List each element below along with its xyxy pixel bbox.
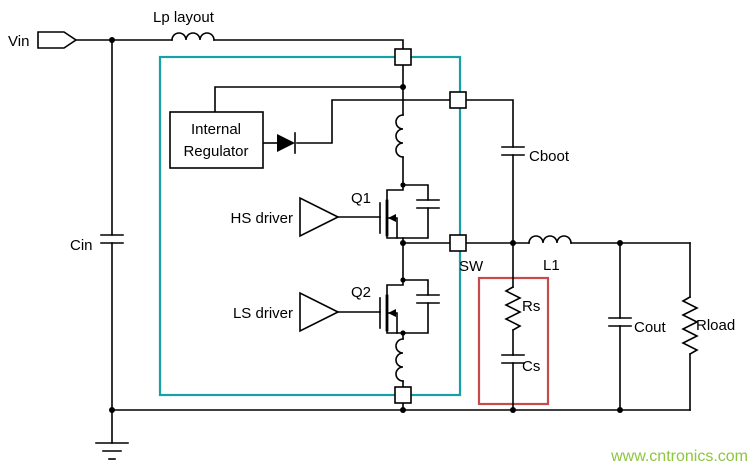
junction-dot [109,407,115,413]
boot-pin [449,91,467,109]
bootstrap-rail [296,99,514,148]
q2-label: Q2 [351,284,371,301]
rs-label: Rs [522,298,540,315]
lp-inductor [171,32,215,41]
vin-pin [394,48,412,66]
ls-driver-buffer [299,291,340,333]
q1-cap-wire [402,184,429,239]
bootstrap-diode [277,134,295,152]
q1-drain-wire [386,156,404,202]
junction-dot [510,240,516,246]
sw-label: SW [459,258,484,275]
rload-label: Rload [696,317,735,334]
junction-dot [510,407,516,413]
input-terminal [37,31,78,49]
internal-regulator-label-line2: Regulator [183,143,248,160]
watermark: www.cntronics.com [610,448,748,465]
q2-cap-wire [402,279,429,334]
hs-driver-label: HS driver [230,210,293,227]
l1-inductor [528,235,572,244]
junction-dot [400,84,406,90]
cout-label: Cout [634,319,667,336]
junction-dot [400,330,406,336]
ls-driver-label: LS driver [233,305,293,322]
vin-label: Vin [8,33,29,50]
regulator-feed-wire [214,86,404,113]
cin-label: Cin [70,237,93,254]
junction-dot [617,240,623,246]
l1-label: L1 [543,257,560,274]
junction-dot [400,277,406,283]
junction-dots [109,37,623,413]
sw-pin [449,234,467,252]
internal-regulator-label-line1: Internal [191,121,241,138]
q2-body-arrow [388,309,396,317]
q1-body-arrow [388,214,396,222]
bottom-parasitic-inductor [395,338,404,382]
labels: Vin Lp layout Cin Internal Regulator HS … [8,9,735,375]
q2-source-wire [386,329,404,340]
wires [37,31,699,460]
q1-label: Q1 [351,190,371,207]
vin-top-wire-2 [213,39,404,116]
pgnd-pin [394,386,412,404]
rs-resistor [504,285,522,332]
rload-resistor [681,295,699,356]
junction-dot [400,407,406,413]
top-parasitic-inductor [395,114,404,158]
junction-dot [109,37,115,43]
lp-layout-label: Lp layout [153,9,215,26]
ic-boundary [158,55,462,397]
q2-drain-wire [386,242,404,297]
junction-dot [400,240,406,246]
junction-dot [617,407,623,413]
hs-driver-buffer [299,196,340,238]
junction-dot [400,182,406,188]
internal-regulator-box [169,111,264,169]
cboot-label: Cboot [529,148,570,165]
cs-label: Cs [522,358,540,375]
